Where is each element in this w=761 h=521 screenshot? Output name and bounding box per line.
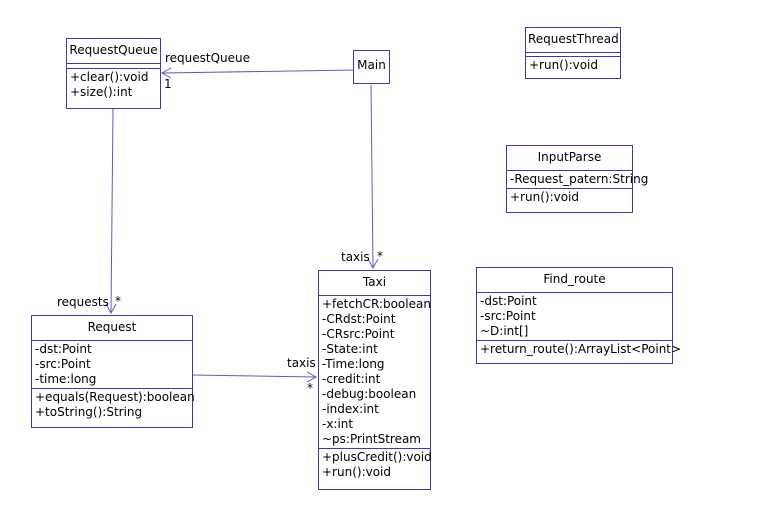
arrowhead-requestqueue [160, 67, 172, 79]
attributes-compartment [67, 64, 160, 69]
attribute: -CRdst:Point [322, 312, 396, 326]
operation: +return_route():ArrayList<Point> [480, 342, 682, 356]
attribute: -dst:Point [35, 342, 92, 356]
class-name: InputParse [507, 146, 632, 171]
role-label-taxis-main: taxis [341, 250, 370, 264]
attribute: ~D:int[] [480, 324, 529, 338]
attribute: -src:Point [35, 357, 91, 371]
attribute: -credit:int [322, 372, 381, 386]
class-requestqueue[interactable]: RequestQueue +clear():void +size():int [66, 38, 161, 109]
arrowhead-taxi-from-request [306, 371, 318, 383]
attributes-compartment: +fetchCR:boolean -CRdst:Point -CRsrc:Poi… [319, 296, 431, 449]
attribute: -CRsrc:Point [322, 327, 395, 341]
class-find-route[interactable]: Find_route -dst:Point -src:Point ~D:int[… [476, 267, 682, 364]
attribute: -debug:boolean [322, 387, 417, 401]
attribute: -State:int [322, 342, 378, 356]
arrowhead-taxi-from-main [367, 258, 379, 270]
edge-request-taxi [192, 374, 317, 378]
operation: +toString():String [35, 405, 143, 419]
attribute: -src:Point [480, 309, 536, 323]
class-name: Request [32, 316, 192, 341]
attributes-compartment [526, 53, 620, 57]
operation: +run():void [529, 58, 598, 72]
operations-compartment: +equals(Request):boolean +toString():Str… [32, 389, 195, 421]
edge-requestqueue-request [110, 108, 114, 314]
operations-compartment: +clear():void +size():int [67, 69, 160, 101]
operations-compartment: +run():void [507, 189, 632, 206]
attributes-compartment: -dst:Point -src:Point -time:long [32, 341, 192, 389]
attribute: -x:int [322, 417, 354, 431]
operation: +clear():void [70, 70, 149, 84]
operation: +equals(Request):boolean [35, 390, 195, 404]
operation: +size():int [70, 85, 133, 99]
edge-main-requestqueue [162, 69, 356, 74]
attribute: -Time:long [322, 357, 385, 371]
operations-compartment: +run():void [526, 57, 620, 74]
multiplicity-label-requestqueue: 1 [164, 77, 172, 91]
attribute: -dst:Point [480, 294, 537, 308]
class-taxi[interactable]: Taxi +fetchCR:boolean -CRdst:Point -CRsr… [318, 270, 432, 490]
class-request[interactable]: Request -dst:Point -src:Point -time:long… [31, 315, 195, 428]
multiplicity-label-taxis-main: * [377, 249, 383, 263]
class-requestthread[interactable]: RequestThread +run():void [525, 27, 621, 79]
attribute: +fetchCR:boolean [322, 297, 431, 311]
multiplicity-label-requests: * [115, 294, 121, 308]
attributes-compartment: -Request_patern:String [507, 171, 649, 189]
role-label-requests: requests [57, 295, 109, 309]
operation: +run():void [510, 190, 579, 204]
class-name: RequestQueue [67, 39, 160, 64]
role-label-taxis-request: taxis [287, 356, 316, 370]
attribute: -index:int [322, 402, 379, 416]
class-name: RequestThread [526, 28, 620, 53]
arrowhead-request [105, 303, 117, 315]
multiplicity-label-taxis-request: * [307, 381, 313, 395]
attributes-compartment: -dst:Point -src:Point ~D:int[] [477, 293, 672, 341]
attribute: -Request_patern:String [510, 172, 649, 186]
attribute: ~ps:PrintStream [322, 432, 421, 446]
attribute: -time:long [35, 372, 97, 386]
operations-compartment: +return_route():ArrayList<Point> [477, 341, 682, 358]
edge-main-taxi [370, 84, 374, 269]
class-inputparse[interactable]: InputParse -Request_patern:String +run()… [506, 145, 649, 213]
class-main[interactable]: Main [353, 50, 390, 84]
class-name: Taxi [319, 271, 430, 296]
role-label-requestqueue: requestQueue [165, 51, 251, 65]
operation: +plusCredit():void [322, 450, 432, 464]
class-name: Find_route [477, 268, 672, 293]
operations-compartment: +plusCredit():void +run():void [319, 449, 432, 481]
class-name: Main [357, 58, 386, 72]
operation: +run():void [322, 465, 391, 479]
